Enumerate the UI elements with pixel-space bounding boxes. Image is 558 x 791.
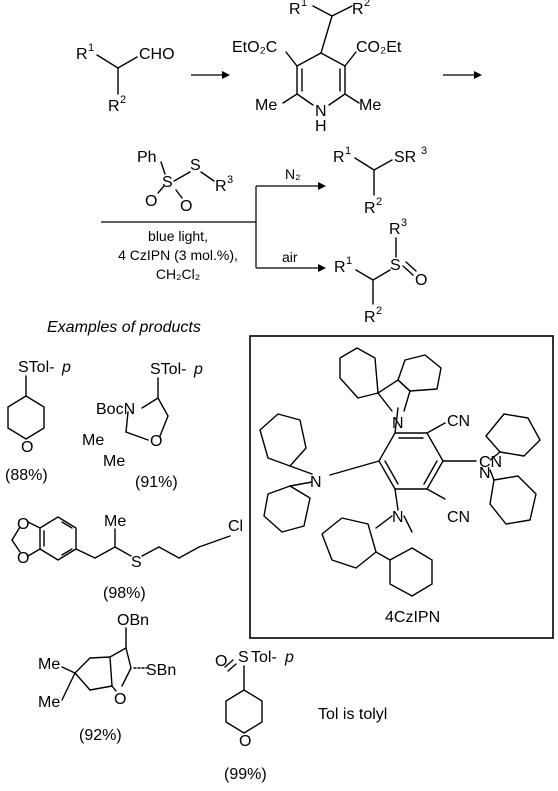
product1-r1-sup: 1: [345, 145, 351, 157]
product2-r1: R: [334, 259, 346, 276]
ex2-me1: Me: [82, 432, 104, 449]
product2-o: O: [415, 272, 427, 289]
dihydropyridine-structure: R 1 R 2 EtO₂C CO₂Et Me Me N H: [232, 0, 402, 135]
ex5-o: O: [215, 653, 227, 670]
ex1-yield: (88%): [5, 467, 48, 484]
reagent-s2: S: [190, 157, 201, 174]
aldehyde-r2-sup: 2: [120, 94, 126, 106]
ex4-me2: Me: [38, 694, 60, 711]
n-top: N: [392, 415, 404, 432]
ex5-tol: Tol-: [251, 649, 277, 666]
examples-heading: Examples of products: [47, 319, 201, 336]
branched-arrows: N₂ air blue light, 4 CzIPN (3 mol.%), CH…: [101, 166, 326, 282]
product2-r1-sup: 1: [346, 255, 352, 267]
czipn-label: 4CzIPN: [385, 609, 440, 626]
dhp-ester-left: EtO₂C: [232, 39, 277, 56]
reagent-r3-sup: 3: [227, 174, 233, 186]
ex2-p: p: [193, 361, 203, 378]
n-bottom: N: [392, 509, 404, 526]
dhp-me-right: Me: [359, 97, 381, 114]
product1-r1: R: [333, 149, 345, 166]
n-left: N: [310, 474, 322, 491]
ex3-o2: O: [17, 550, 29, 567]
aldehyde-r2: R: [108, 98, 120, 115]
dhp-r1-sup: 1: [301, 0, 307, 9]
thiosulfonate-reagent: Ph S S O O R 3: [137, 149, 233, 215]
condition-n2: N₂: [285, 166, 301, 182]
product2-r2: R: [364, 309, 376, 326]
ex2-ring-o: O: [150, 433, 162, 450]
ex2-me2: Me: [103, 453, 125, 470]
product1-sr3-sup: 3: [421, 145, 427, 157]
example-thp-thioether: STol- p O (88%): [5, 359, 71, 484]
example-oxazolidine: STol- p BocN Me Me O (91%): [82, 361, 203, 491]
product1-sr3: SR: [394, 149, 416, 166]
ex1-p: p: [61, 359, 71, 376]
product1-r2-sup: 2: [376, 196, 382, 208]
ex5-yield: (99%): [224, 766, 267, 783]
condition-line3: CH₂Cl₂: [156, 266, 200, 282]
ex2-yield: (91%): [135, 474, 178, 491]
aldehyde-structure: R 1 CHO R 2: [76, 42, 175, 115]
carbazole-top: [339, 347, 442, 412]
ex5-ring-o: O: [239, 733, 251, 750]
ex2-bocn: BocN: [96, 401, 135, 418]
example-thp-sulfoxide: O S Tol- p O (99%): [215, 649, 294, 783]
ex5-p: p: [284, 649, 294, 666]
n-right: N: [479, 465, 491, 482]
ex3-cl: Cl: [228, 518, 243, 535]
example-bicyclic: OBn SBn Me Me O (92%): [38, 612, 176, 744]
dhp-h: H: [315, 118, 327, 135]
reagent-r3: R: [215, 178, 227, 195]
product2-s: S: [390, 257, 401, 274]
arrow-2: [443, 71, 482, 79]
ex3-me: Me: [104, 513, 126, 530]
ex3-yield: (98%): [103, 585, 146, 602]
product1-r2: R: [364, 200, 376, 217]
carbazole-left: [259, 413, 313, 533]
ex3-o1: O: [17, 516, 29, 533]
dhp-n: N: [315, 103, 327, 120]
dhp-r1: R: [289, 1, 301, 18]
condition-line2: 4 CzIPN (3 mol.%),: [118, 247, 238, 263]
example-benzodioxole: Me S Cl O O (98%): [11, 513, 243, 602]
ex3-s: S: [131, 554, 142, 571]
carbazole-right: [485, 413, 541, 525]
ex4-ring-o: O: [114, 691, 126, 708]
sulfide-product: R 1 SR 3 R 2: [333, 145, 427, 217]
dhp-r2-sup: 2: [364, 0, 370, 9]
dhp-me-left: Me: [255, 97, 277, 114]
condition-air: air: [282, 249, 298, 265]
cn-right: CN: [479, 454, 502, 471]
reagent-o1: O: [145, 193, 157, 210]
tolyl-note: Tol is tolyl: [318, 706, 387, 723]
aldehyde-r1-sup: 1: [88, 42, 94, 54]
product2-r2-sup: 2: [376, 305, 382, 317]
cn-top: CN: [447, 413, 470, 430]
aldehyde-cho: CHO: [139, 46, 175, 63]
condition-line1: blue light,: [148, 228, 208, 244]
reagent-s1: S: [162, 174, 173, 191]
reagent-ph: Ph: [137, 149, 157, 166]
ex1-ring-o: O: [21, 439, 33, 456]
ex1-stol: STol-: [18, 359, 54, 376]
cn-bottom: CN: [447, 509, 470, 526]
reagent-o2: O: [180, 198, 192, 215]
ex5-s: S: [238, 649, 249, 666]
product2-r3: R: [389, 221, 401, 238]
ex2-stol: STol-: [150, 361, 186, 378]
ex4-sbn: SBn: [146, 662, 176, 679]
sulfoxide-product: R 1 S O R 3 R 2: [334, 217, 427, 326]
arrow-1: [191, 71, 230, 79]
dhp-ester-right: CO₂Et: [356, 39, 402, 56]
product2-r3-sup: 3: [401, 217, 407, 229]
carbazole-bottom: [321, 515, 433, 597]
ex4-yield: (92%): [79, 727, 122, 744]
aldehyde-r1: R: [76, 46, 88, 63]
dhp-r2: R: [352, 1, 364, 18]
czipn-panel: CN CN CN N N N N: [249, 335, 554, 639]
ex4-me1: Me: [38, 656, 60, 673]
ex4-obn: OBn: [117, 612, 149, 629]
